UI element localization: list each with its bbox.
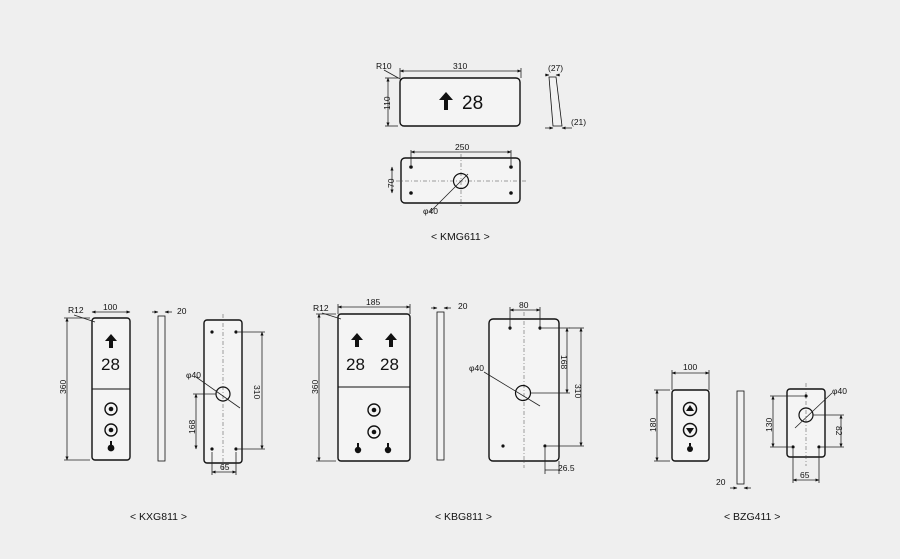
hole-icon — [452, 172, 470, 190]
bzg411-side-view — [736, 390, 745, 485]
keyswitch-icon — [107, 441, 115, 452]
keyswitch-icon — [384, 443, 392, 454]
bzg411-offset-width-label: 65 — [800, 470, 810, 480]
bzg411-thickness-label: 20 — [716, 477, 726, 487]
keyswitch-icon — [354, 443, 362, 454]
kbg811-offset-label: 168 — [559, 355, 569, 369]
arrow-up-icon — [385, 333, 397, 347]
kbg811-hole-height-label: 310 — [573, 384, 583, 398]
kbg811-thickness-label: 20 — [458, 301, 468, 311]
bzg411-drawing: 100 180 20 130 82 65 φ40 < BZG411 > — [648, 362, 847, 523]
kbg811-display-right: 28 — [380, 355, 399, 374]
call-button-icon — [367, 403, 381, 417]
kmg611-hole-spacing-label: 250 — [455, 142, 469, 152]
kmg611-hole-diameter-label: φ40 — [423, 206, 438, 216]
kmg611-side-view — [548, 76, 563, 127]
kbg811-hole-diameter-label: φ40 — [469, 363, 484, 373]
kbg811-radius-label: R12 — [313, 303, 329, 313]
kbg811-top-spacing-label: 80 — [519, 300, 529, 310]
kxg811-drawing: 28 100 R12 360 20 — [58, 302, 265, 523]
keyswitch-icon — [687, 443, 693, 452]
kbg811-caption: < KBG811 > — [435, 511, 492, 523]
kbg811-display-left: 28 — [346, 355, 365, 374]
kxg811-height-label: 360 — [58, 380, 68, 394]
hole-icon — [514, 384, 532, 402]
kmg611-width-label: 310 — [453, 61, 467, 71]
kxg811-width-label: 100 — [103, 302, 117, 312]
kxg811-display: 28 — [101, 355, 120, 374]
arrow-up-icon — [439, 92, 453, 110]
kmg611-plate — [399, 77, 521, 127]
kmg611-drawing: 28 310 R10 110 (27) (21) — [376, 61, 586, 243]
bzg411-offset-label: 82 — [834, 426, 844, 436]
bzg411-width-label: 100 — [683, 362, 697, 372]
bzg411-hole-diameter-label: φ40 — [832, 386, 847, 396]
kmg611-radius-label: R10 — [376, 61, 392, 71]
kmg611-back-plate — [400, 157, 521, 204]
up-button-icon — [682, 401, 698, 417]
arrow-up-icon — [351, 333, 363, 347]
kbg811-height-label: 360 — [310, 380, 320, 394]
kxg811-radius-label: R12 — [68, 305, 84, 315]
kbg811-drawing: 28 28 185 R12 360 20 — [310, 297, 584, 523]
kxg811-offset-width-label: 65 — [220, 462, 230, 472]
down-button-icon — [682, 422, 698, 438]
kbg811-width-label: 185 — [366, 297, 380, 307]
call-button-icon — [104, 402, 118, 416]
kxg811-side-view — [157, 315, 166, 462]
kbg811-side-view — [436, 311, 445, 461]
bzg411-height-label: 180 — [648, 418, 658, 432]
kbg811-edge-label: 26.5 — [558, 463, 575, 473]
kmg611-display: 28 — [462, 93, 483, 114]
bzg411-plate — [671, 389, 710, 462]
kxg811-offset-label: 168 — [187, 420, 197, 434]
kmg611-caption: < KMG611 > — [431, 231, 490, 243]
kxg811-hole-height-label: 310 — [252, 385, 262, 399]
bzg411-caption: < BZG411 > — [724, 511, 780, 523]
kxg811-caption: < KXG811 > — [130, 511, 187, 523]
call-button-icon — [104, 423, 118, 437]
arrow-up-icon — [105, 334, 117, 348]
kmg611-thickness-top-label: (27) — [548, 63, 563, 73]
kmg611-height-label: 110 — [382, 96, 392, 110]
call-button-icon — [367, 425, 381, 439]
bzg411-hole-height-label: 130 — [764, 418, 774, 432]
kmg611-thickness-bottom-label: (21) — [571, 117, 586, 127]
kxg811-thickness-label: 20 — [177, 306, 187, 316]
kxg811-hole-diameter-label: φ40 — [186, 370, 201, 380]
kmg611-hole-height-label: 70 — [386, 178, 396, 188]
